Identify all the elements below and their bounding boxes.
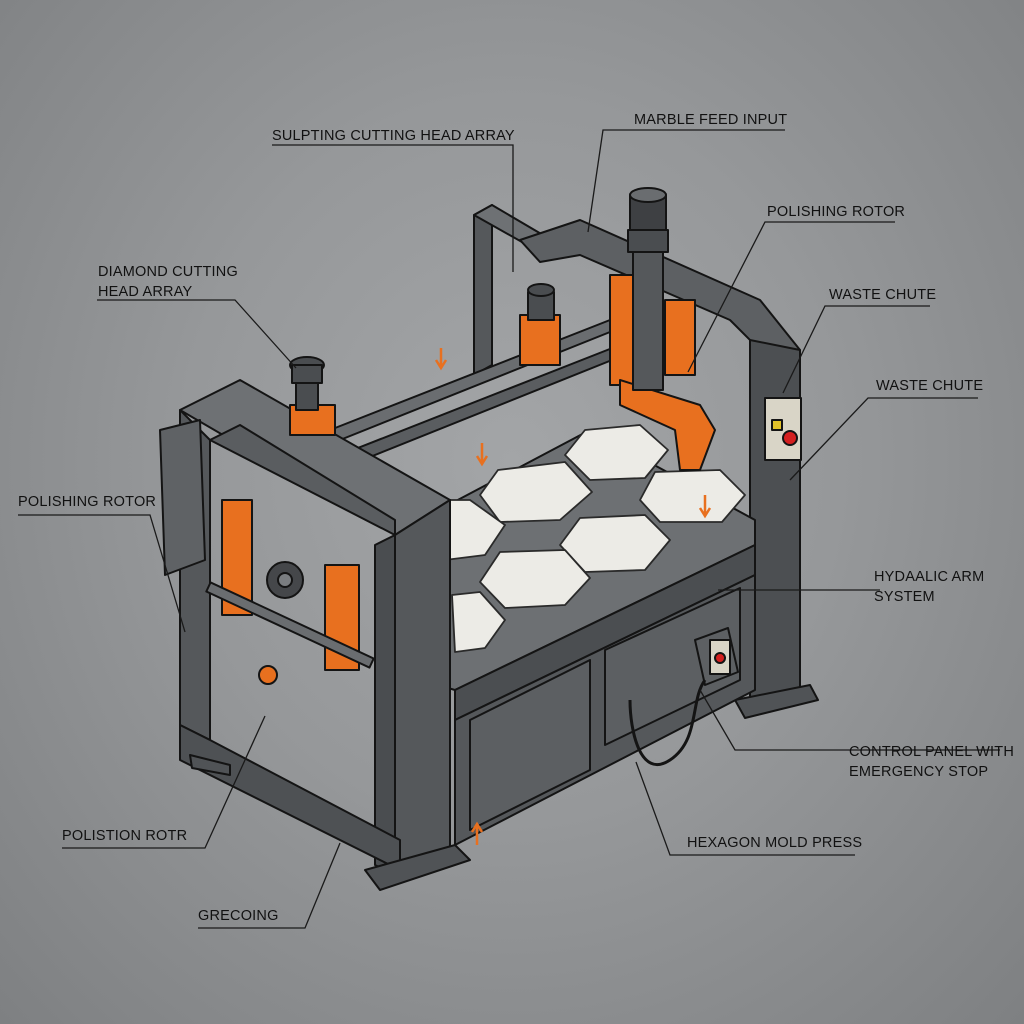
label-waste-chute-1: WASTE CHUTE [829, 287, 937, 303]
front-right-foot [364, 844, 471, 891]
diamond-head-body [291, 364, 323, 384]
marble-tile [639, 469, 746, 523]
back-frame-left-post [473, 204, 493, 376]
label-polishing-rotor-left: POLISHING ROTOR [18, 494, 157, 510]
label-polishing-rotor-top: POLISHING ROTOR [767, 204, 906, 220]
leader-line [635, 761, 855, 856]
front-frame-right-post [394, 499, 451, 876]
leader-line [198, 842, 341, 929]
orange-cutter-mid [519, 314, 561, 366]
orange-head-carriage-2 [664, 299, 696, 376]
cabinet-panel-1 [469, 659, 591, 831]
leader-line [687, 221, 895, 373]
down-arrow-icon [475, 443, 489, 467]
front-frame-inner [209, 424, 396, 536]
back-right-foot [734, 684, 819, 719]
down-arrow-icon [434, 348, 448, 371]
marble-tile [479, 461, 593, 523]
cabinet-panel-2 [604, 587, 741, 746]
spindle-column [632, 249, 664, 391]
control-cable [628, 679, 707, 766]
label-control-panel: CONTROL PANEL WITH EMERGENCY STOP [849, 742, 1014, 782]
leader-line [97, 299, 297, 369]
left-bracket [159, 419, 206, 576]
leader-line [18, 514, 186, 633]
mid-head-cap [527, 283, 555, 297]
marble-tile [559, 514, 671, 573]
right-emergency-stop-icon [782, 430, 798, 446]
leader-line [699, 689, 1000, 751]
shaft-motor-hub [277, 572, 293, 588]
top-rail-front [329, 319, 616, 443]
leader-line [62, 715, 266, 849]
orange-pulley [258, 665, 278, 685]
diamond-head-stem [295, 379, 319, 411]
label-hydraulic-arm: HYDAALIC ARM SYSTEM [874, 567, 984, 607]
label-sculpting-head: SULPTING CUTTING HEAD ARRAY [272, 128, 515, 144]
right-panel-indicator [771, 419, 783, 431]
leader-line [789, 397, 978, 481]
down-arrow-icon [698, 495, 712, 519]
orange-head-carriage [609, 274, 636, 386]
leader-line [587, 129, 785, 233]
marble-tile [479, 549, 591, 609]
spindle-top [627, 229, 669, 253]
label-grecoing: GRECOING [198, 908, 279, 924]
label-diamond-line1: DIAMOND CUTTING [98, 264, 238, 280]
marble-tile [564, 424, 669, 481]
label-polistion-rotr: POLISTION ROTR [62, 828, 188, 844]
leader-line [272, 144, 514, 272]
marble-tile [451, 591, 506, 653]
control-box-button-icon [714, 652, 726, 664]
left-foot [189, 754, 231, 776]
label-hydraulic-line1: HYDAALIC ARM [874, 569, 985, 585]
label-hydraulic-line2: SYSTEM [874, 589, 935, 605]
label-control-line2: EMERGENCY STOP [849, 764, 989, 780]
label-diamond-cutting-head: DIAMOND CUTTING HEAD ARRAY [98, 262, 238, 302]
label-marble-feed: MARBLE FEED INPUT [634, 112, 788, 128]
spindle-disc [629, 187, 667, 203]
back-frame-right-post [749, 339, 801, 701]
front-frame-right-side [374, 534, 396, 876]
label-waste-chute-2: WASTE CHUTE [876, 378, 984, 394]
label-hexagon-press: HEXAGON MOLD PRESS [687, 835, 863, 851]
up-arrow-icon [470, 821, 484, 845]
leader-line [782, 305, 930, 394]
front-left-base [179, 724, 401, 871]
orange-arm [619, 379, 716, 471]
label-control-line1: CONTROL PANEL WITH [849, 744, 1014, 760]
front-shaft [205, 581, 375, 669]
label-diamond-line2: HEAD ARRAY [98, 284, 193, 300]
